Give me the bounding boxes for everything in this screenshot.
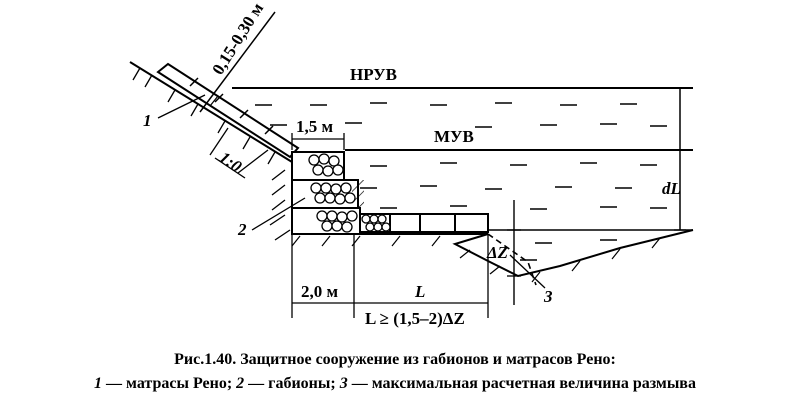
caption-legend: 1 — матрасы Рено; 2 — габионы; 3 — макси… <box>0 375 790 393</box>
item-1-label: 1 <box>143 111 152 130</box>
diagram: 0,15-0,30 м 1:0 <box>129 0 694 328</box>
width-base-label: 2,0 м <box>301 282 339 301</box>
riverbed <box>292 229 694 278</box>
legend-text-3: — максимальная расчетная величина размыв… <box>347 375 696 392</box>
legend-text-2: — габионы; <box>244 375 340 392</box>
legend-number-3: 3 <box>339 375 348 392</box>
riverbed-hatching <box>291 235 661 283</box>
slope-ratio-label: 1:0 <box>216 148 246 177</box>
nruv-label: НРУВ <box>350 65 397 84</box>
depth-label: dL <box>662 179 681 198</box>
item-3-label: 3 <box>543 287 553 306</box>
caption-title: Рис.1.40. Защитное сооружение из габионо… <box>174 351 616 368</box>
legend-text-1: — матрасы Рено; <box>102 375 237 392</box>
gabion-stones <box>308 153 358 233</box>
length-label: L <box>414 282 425 301</box>
bank-ground-line <box>129 61 293 163</box>
bank-hatching <box>132 67 291 241</box>
muv-label: МУВ <box>434 127 474 146</box>
legend-number-1: 1 <box>94 375 103 392</box>
length-rule-label: L ≥ (1,5–2)ΔZ <box>365 309 465 328</box>
mattress-thickness-label: 0,15-0,30 м <box>208 0 267 78</box>
scour-depth-label: ΔZ <box>486 243 508 262</box>
reno-mattress-slope <box>156 62 300 159</box>
water-dashes <box>255 102 667 261</box>
reno-mattress-base <box>359 213 489 233</box>
item-2-label: 2 <box>237 220 247 239</box>
legend-number-2: 2 <box>236 375 245 392</box>
width-top-label: 1,5 м <box>296 117 334 136</box>
